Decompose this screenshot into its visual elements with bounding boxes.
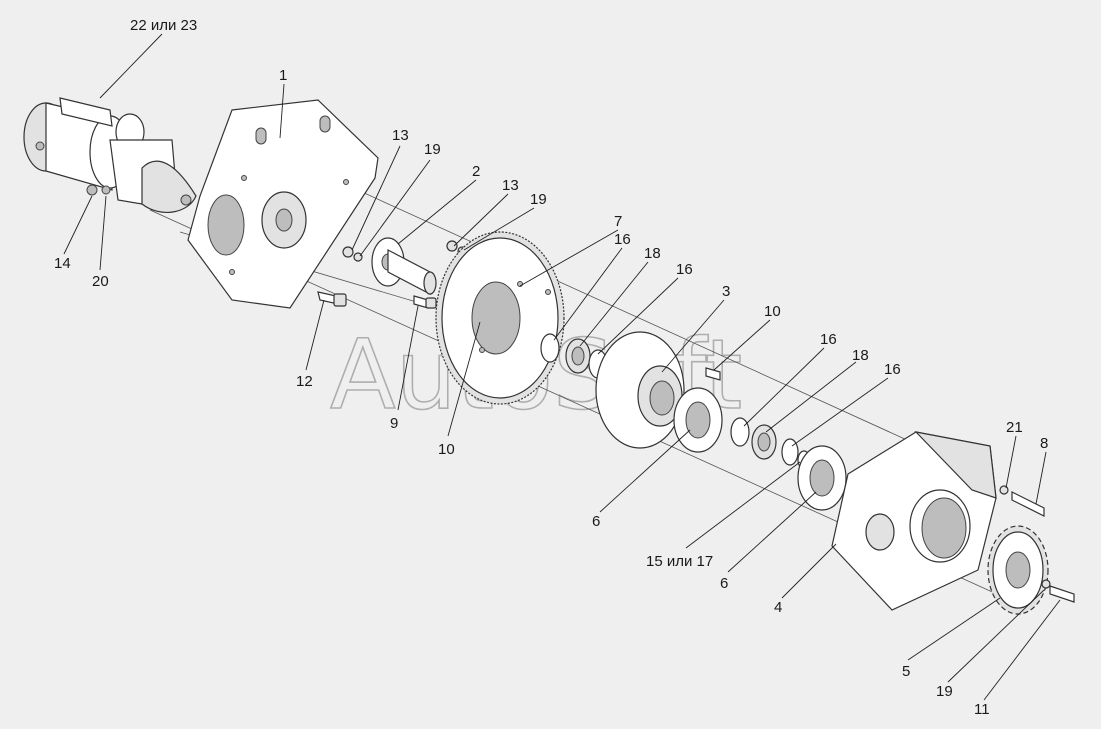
label-19-top: 19 (424, 141, 441, 158)
label-9: 9 (390, 415, 398, 432)
bearing-set-left (540, 333, 608, 379)
label-10-top: 10 (764, 303, 781, 320)
ring-gear (435, 231, 565, 405)
label-22-or-23: 22 или 23 (130, 17, 197, 34)
label-4: 4 (774, 599, 782, 616)
shaft (371, 237, 437, 295)
mounting-plate (187, 99, 379, 309)
label-7: 7 (614, 213, 622, 230)
label-18-b: 18 (852, 347, 869, 364)
label-8: 8 (1040, 435, 1048, 452)
label-13-mid: 13 (502, 177, 519, 194)
label-16-d: 16 (884, 361, 901, 378)
label-19-mid: 19 (530, 191, 547, 208)
label-16-a: 16 (614, 231, 631, 248)
label-11: 11 (974, 701, 990, 718)
gasket-left (673, 387, 723, 453)
starter-motor (23, 97, 197, 213)
label-6-right: 6 (720, 575, 728, 592)
label-5: 5 (902, 663, 910, 680)
callout-labels: 22 или 23 1 13 19 2 13 19 7 16 18 16 3 1… (54, 17, 1048, 718)
label-1: 1 (279, 67, 287, 84)
label-15-or-17: 15 или 17 (646, 553, 713, 570)
label-20: 20 (92, 273, 109, 290)
label-13-top: 13 (392, 127, 409, 144)
label-16-b: 16 (676, 261, 693, 278)
label-19-bottom: 19 (936, 683, 953, 700)
label-18-a: 18 (644, 245, 661, 262)
bearing-set-right (730, 417, 811, 470)
leader-lines (63, 33, 1061, 701)
gasket-right (797, 445, 847, 511)
label-16-c: 16 (820, 331, 837, 348)
sprocket (987, 485, 1075, 615)
cover (831, 431, 997, 611)
label-6-left: 6 (592, 513, 600, 530)
label-12: 12 (296, 373, 313, 390)
label-14: 14 (54, 255, 71, 272)
label-2: 2 (472, 163, 480, 180)
bearing-housing (595, 331, 721, 449)
label-21: 21 (1006, 419, 1023, 436)
label-10-bottom: 10 (438, 441, 455, 458)
label-3: 3 (722, 283, 730, 300)
